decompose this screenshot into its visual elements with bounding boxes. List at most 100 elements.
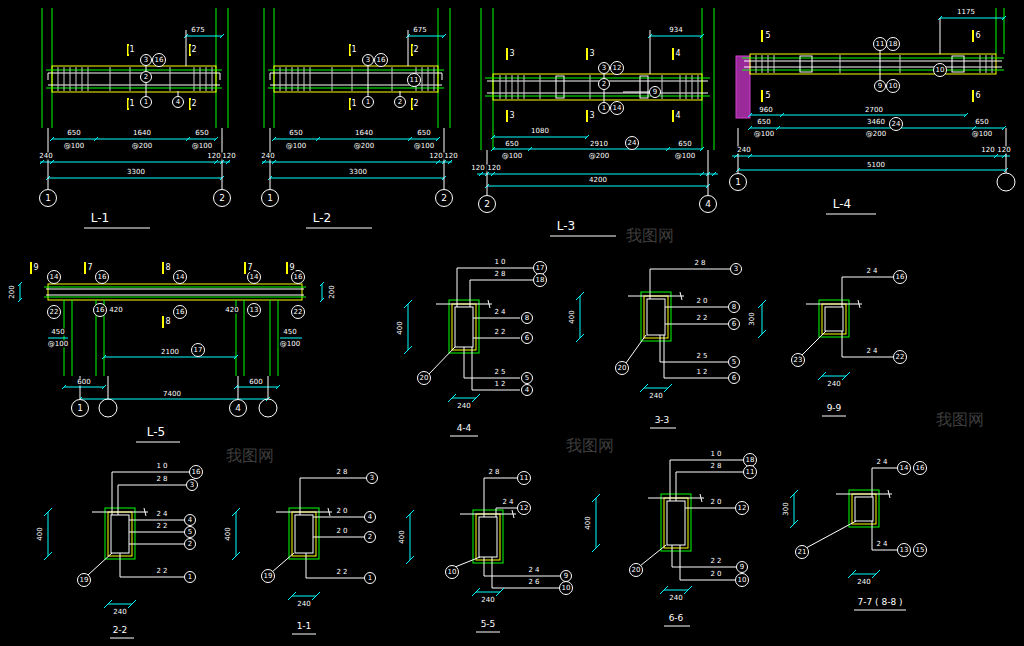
section-mark: 1 — [350, 46, 357, 54]
beam-section-line — [802, 277, 894, 357]
beam-elevation-line — [738, 128, 1006, 173]
callout-text: 11 — [410, 77, 419, 84]
drawing-title: 9-9 — [826, 404, 843, 413]
beam-elevation — [477, 8, 718, 195]
section-mark: 2 — [190, 46, 197, 54]
dimension-text: @200 — [353, 143, 375, 150]
rebar-spec: 2 2 — [335, 569, 348, 576]
callout-text: 13 — [900, 547, 909, 554]
callout-number: 1 — [364, 572, 376, 584]
dimension-text: 1175 — [956, 9, 976, 16]
beam-section-line — [836, 490, 892, 498]
beam-elevation — [732, 8, 1015, 191]
dimension-text: 4200 — [588, 177, 608, 184]
callout-number: 2 — [140, 71, 152, 83]
beam-elevation-line — [481, 8, 714, 150]
callout-text: 1 — [735, 178, 741, 187]
beam-elevation — [40, 8, 876, 442]
rebar-spec: 2 4 — [865, 348, 878, 355]
dimension-text: @100 — [285, 143, 307, 150]
callout-text: 11 — [876, 41, 885, 48]
callout-text: 4 — [368, 514, 372, 521]
callout-text: 8 — [732, 304, 736, 311]
drawing-title: 7-7 ( 8-8 ) — [856, 598, 903, 607]
callout-number: 16 — [893, 270, 907, 284]
callout-number: 20 — [629, 563, 643, 577]
dimension-text: 650 — [756, 119, 771, 126]
callout-text: 4 — [188, 517, 192, 524]
beam-elevation-line — [952, 56, 964, 72]
rebar-spec: 2 4 — [875, 459, 888, 466]
section-mark: 3 — [588, 112, 595, 120]
beam-elevation-line — [756, 55, 992, 73]
dimension-text: 400 — [37, 526, 44, 541]
callout-number: 16 — [374, 53, 388, 67]
callout-number: 16 — [173, 305, 187, 319]
callout-number: 19 — [261, 569, 275, 583]
callout-text: 1 — [45, 194, 51, 203]
beam-section-line — [292, 634, 316, 635]
dimension-text: 650 — [974, 119, 989, 126]
rebar-spec: 2 4 — [155, 511, 168, 518]
axis-bubble: 1 — [39, 189, 57, 207]
drawing-title: L-1 — [90, 212, 110, 224]
beam-section-line — [404, 300, 480, 402]
beam-section-line — [292, 512, 316, 556]
callout-number: 5 — [184, 526, 196, 538]
beam-section-line — [641, 292, 671, 341]
rebar-spec: 2 8 — [693, 260, 706, 267]
callout-number: 5 — [521, 372, 533, 384]
dimension-text: 934 — [668, 27, 683, 34]
beam-section — [576, 269, 730, 428]
section-mark: 6 — [974, 32, 981, 40]
callout-text: 23 — [794, 357, 803, 364]
beam-elevation-line — [997, 173, 1015, 191]
callout-number: 12 — [735, 501, 749, 515]
section-mark: 2 — [190, 100, 197, 108]
beam-section-line — [450, 436, 478, 437]
rebar-spec: 2 8 — [155, 476, 168, 483]
beam-section-line — [855, 497, 873, 521]
beam-section-line — [819, 300, 849, 337]
beam-elevation-line — [102, 355, 238, 359]
dimension-text: 240 — [112, 609, 127, 616]
callout-text: 11 — [746, 469, 755, 476]
callout-number: 14 — [173, 270, 187, 284]
beam-elevation-line — [556, 76, 564, 98]
callout-number: 2 — [394, 96, 406, 108]
callout-number: 17 — [191, 343, 205, 357]
section-mark: 5 — [764, 32, 771, 40]
beam-section-line — [436, 300, 492, 308]
dimension-text: 240 — [456, 403, 471, 410]
beam-elevation-line — [736, 168, 1008, 172]
section-mark: 1 — [128, 46, 135, 54]
beam-section-line — [806, 468, 898, 550]
dimension-text: 650 — [288, 130, 303, 137]
section-mark: 3 — [588, 50, 595, 58]
dimension-text: 420 — [224, 307, 239, 314]
dimension-text: 650 — [194, 130, 209, 137]
rebar-spec: 2 4 — [527, 567, 540, 574]
callout-number: 20 — [615, 361, 629, 375]
rebar-spec: 2 5 — [695, 353, 708, 360]
beam-elevation-line — [742, 58, 1004, 70]
callout-text: 12 — [613, 65, 622, 72]
callout-text: 14 — [176, 274, 185, 281]
dimension-text: 200 — [9, 284, 16, 299]
beam-section-line — [640, 460, 744, 580]
beam-section-line — [644, 296, 668, 338]
callout-number: 3 — [598, 62, 610, 74]
callout-number: 24 — [889, 117, 903, 131]
callout-text: 16 — [96, 307, 105, 314]
beam-section-line — [790, 490, 880, 578]
dimension-text: 120 — [486, 165, 501, 172]
rebar-spec: 1 0 — [493, 259, 506, 266]
callout-text: 5 — [525, 375, 529, 382]
dimension-text: 650 — [416, 130, 431, 137]
callout-number: 16 — [95, 270, 109, 284]
dimension-text: 420 — [108, 307, 123, 314]
beam-elevation-line — [640, 76, 648, 98]
beam-section-line — [664, 626, 690, 627]
beam-elevation-line — [485, 184, 710, 188]
section-mark: 6 — [974, 92, 981, 100]
